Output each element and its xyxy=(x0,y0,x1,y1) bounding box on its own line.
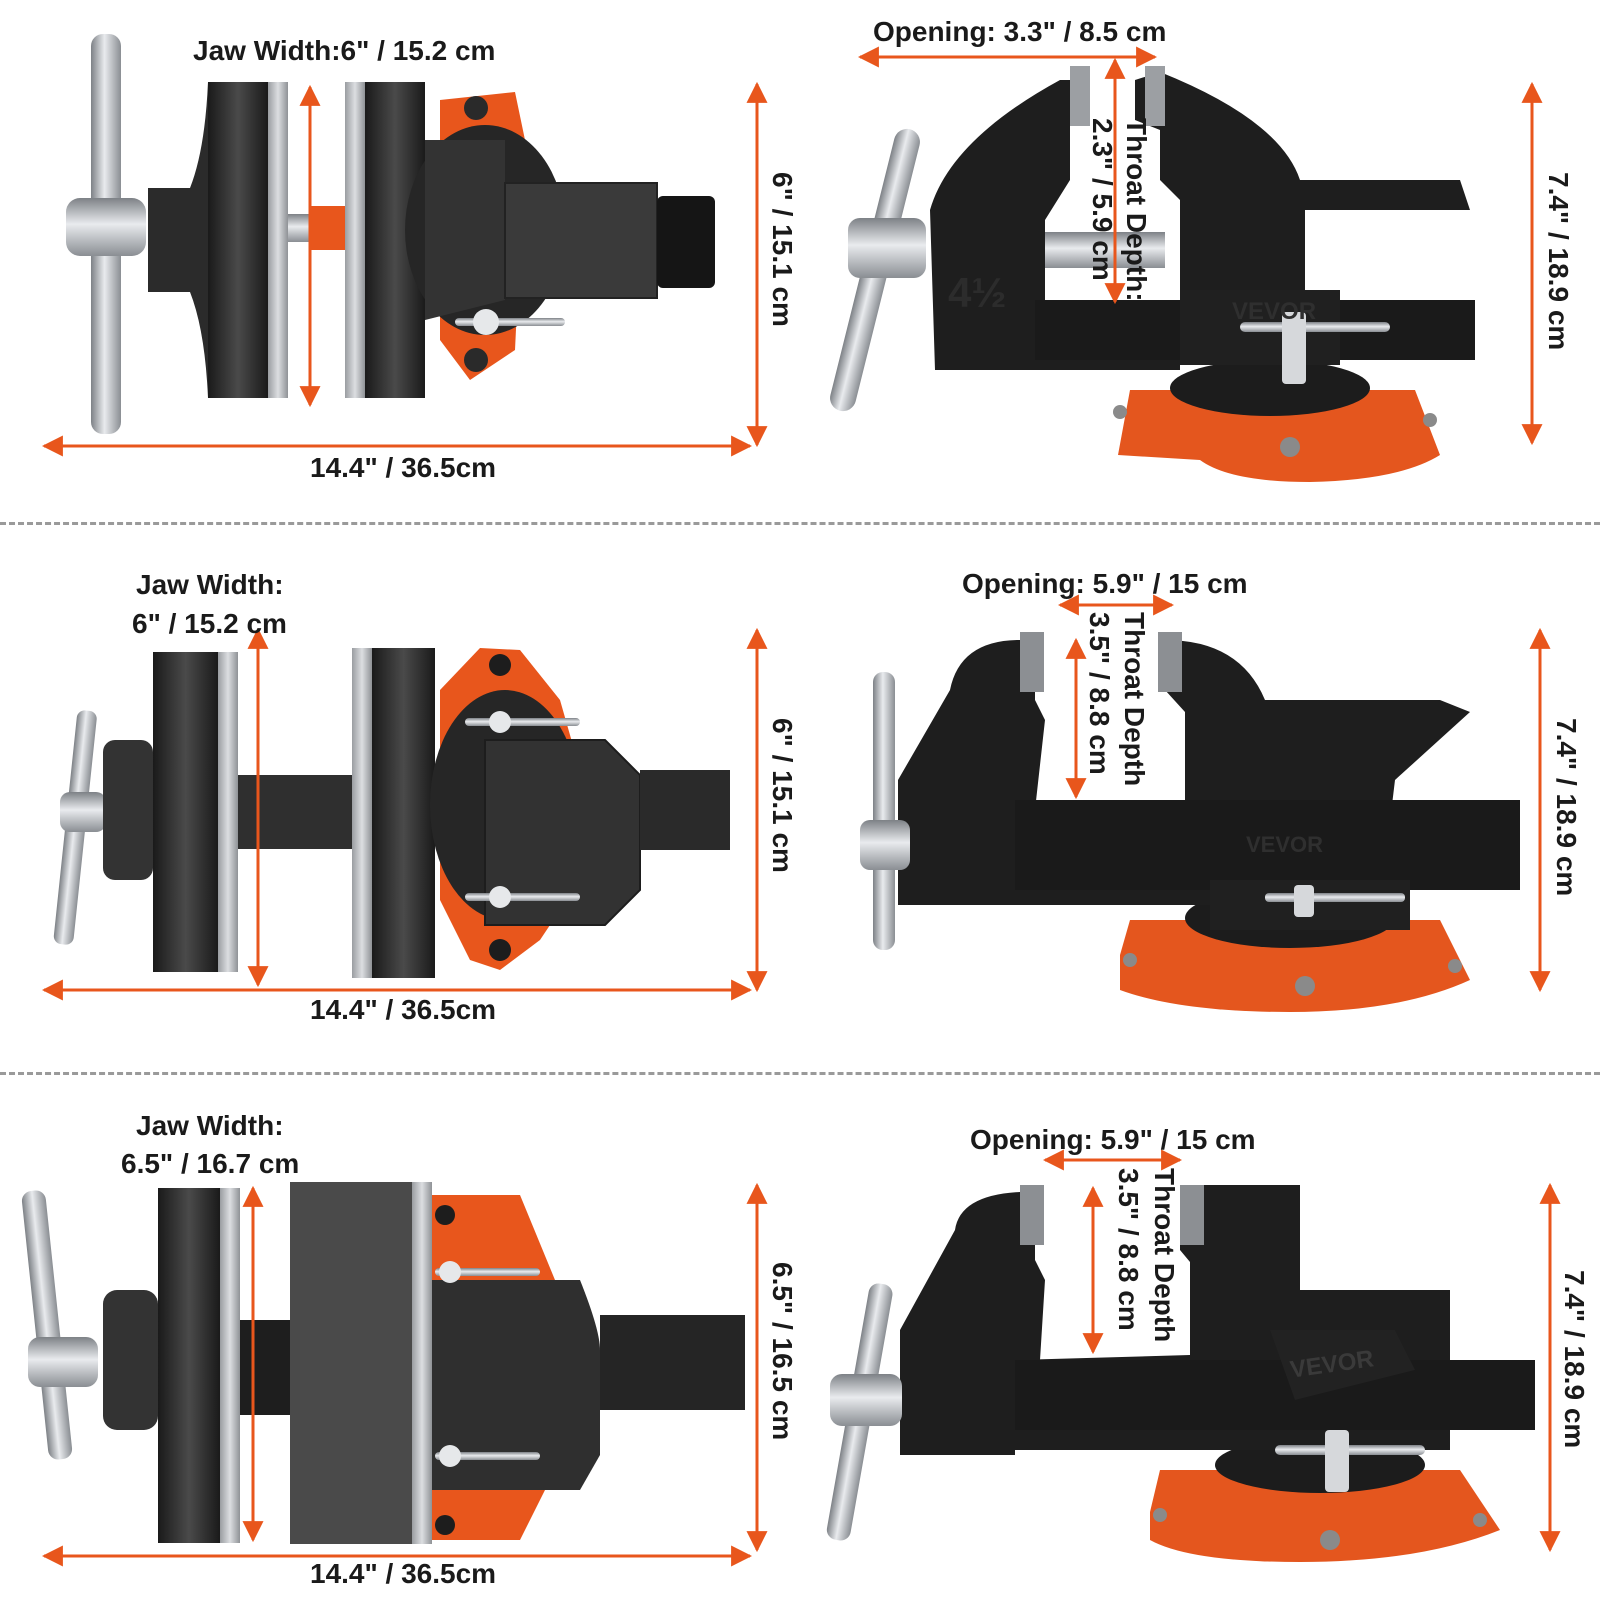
row3-length-label: 14.4" / 36.5cm xyxy=(310,1558,497,1589)
row2-side-height-label: 7.4" / 18.9 cm xyxy=(1551,718,1582,897)
row2-top-view xyxy=(53,648,730,978)
row3-top-height-label: 6.5" / 16.5 cm xyxy=(767,1262,798,1441)
row1-throat-depth-value: 2.3" / 5.9 cm xyxy=(1087,118,1118,281)
row3-jaw-width-title: Jaw Width: xyxy=(136,1110,284,1141)
row1-brand-logo: VEVOR xyxy=(1232,298,1317,325)
row3-side-height-label: 7.4" / 18.9 cm xyxy=(1559,1270,1590,1449)
row3-throat-depth-title: Throat Depth xyxy=(1149,1168,1180,1343)
row1-top-view xyxy=(66,34,715,434)
row1-casting-mark: 4½ xyxy=(948,269,1007,316)
row3-opening-label: Opening: 5.9" / 15 cm xyxy=(970,1124,1256,1155)
row3-jaw-width-value: 6.5" / 16.7 cm xyxy=(121,1148,300,1179)
row2-brand-logo: VEVOR xyxy=(1246,832,1324,857)
row1-opening-label: Opening: 3.3" / 8.5 cm xyxy=(873,16,1167,47)
row3-throat-depth-value: 3.5" / 8.8 cm xyxy=(1113,1168,1144,1331)
row2-jaw-width-title: Jaw Width: xyxy=(136,569,284,600)
row-divider xyxy=(0,522,1600,525)
row1-side-height-label: 7.4" / 18.9 cm xyxy=(1543,172,1574,351)
row2-opening-label: Opening: 5.9" / 15 cm xyxy=(962,568,1248,599)
row2-throat-depth-title: Throat Depth xyxy=(1119,612,1150,787)
row1-top-height-label: 6" / 15.1 cm xyxy=(767,172,798,327)
row2-jaw-width-value: 6" / 15.2 cm xyxy=(132,608,287,639)
dimension-arrows xyxy=(41,46,1561,1567)
row1-jaw-width-label: Jaw Width:6" / 15.2 cm xyxy=(193,35,496,66)
row-divider xyxy=(0,1072,1600,1075)
row3-top-view xyxy=(21,1182,745,1544)
row2-length-label: 14.4" / 36.5cm xyxy=(310,994,497,1025)
row1-length-label: 14.4" / 36.5cm xyxy=(310,452,497,483)
row2-side-view xyxy=(860,632,1520,1012)
row2-top-height-label: 6" / 15.1 cm xyxy=(767,718,798,873)
row1-throat-depth-title: Throat Depth: xyxy=(1121,118,1152,302)
row1-side-view xyxy=(830,66,1475,482)
row3-side-view xyxy=(826,1185,1535,1562)
row2-throat-depth-value: 3.5" / 8.8 cm xyxy=(1084,612,1115,775)
